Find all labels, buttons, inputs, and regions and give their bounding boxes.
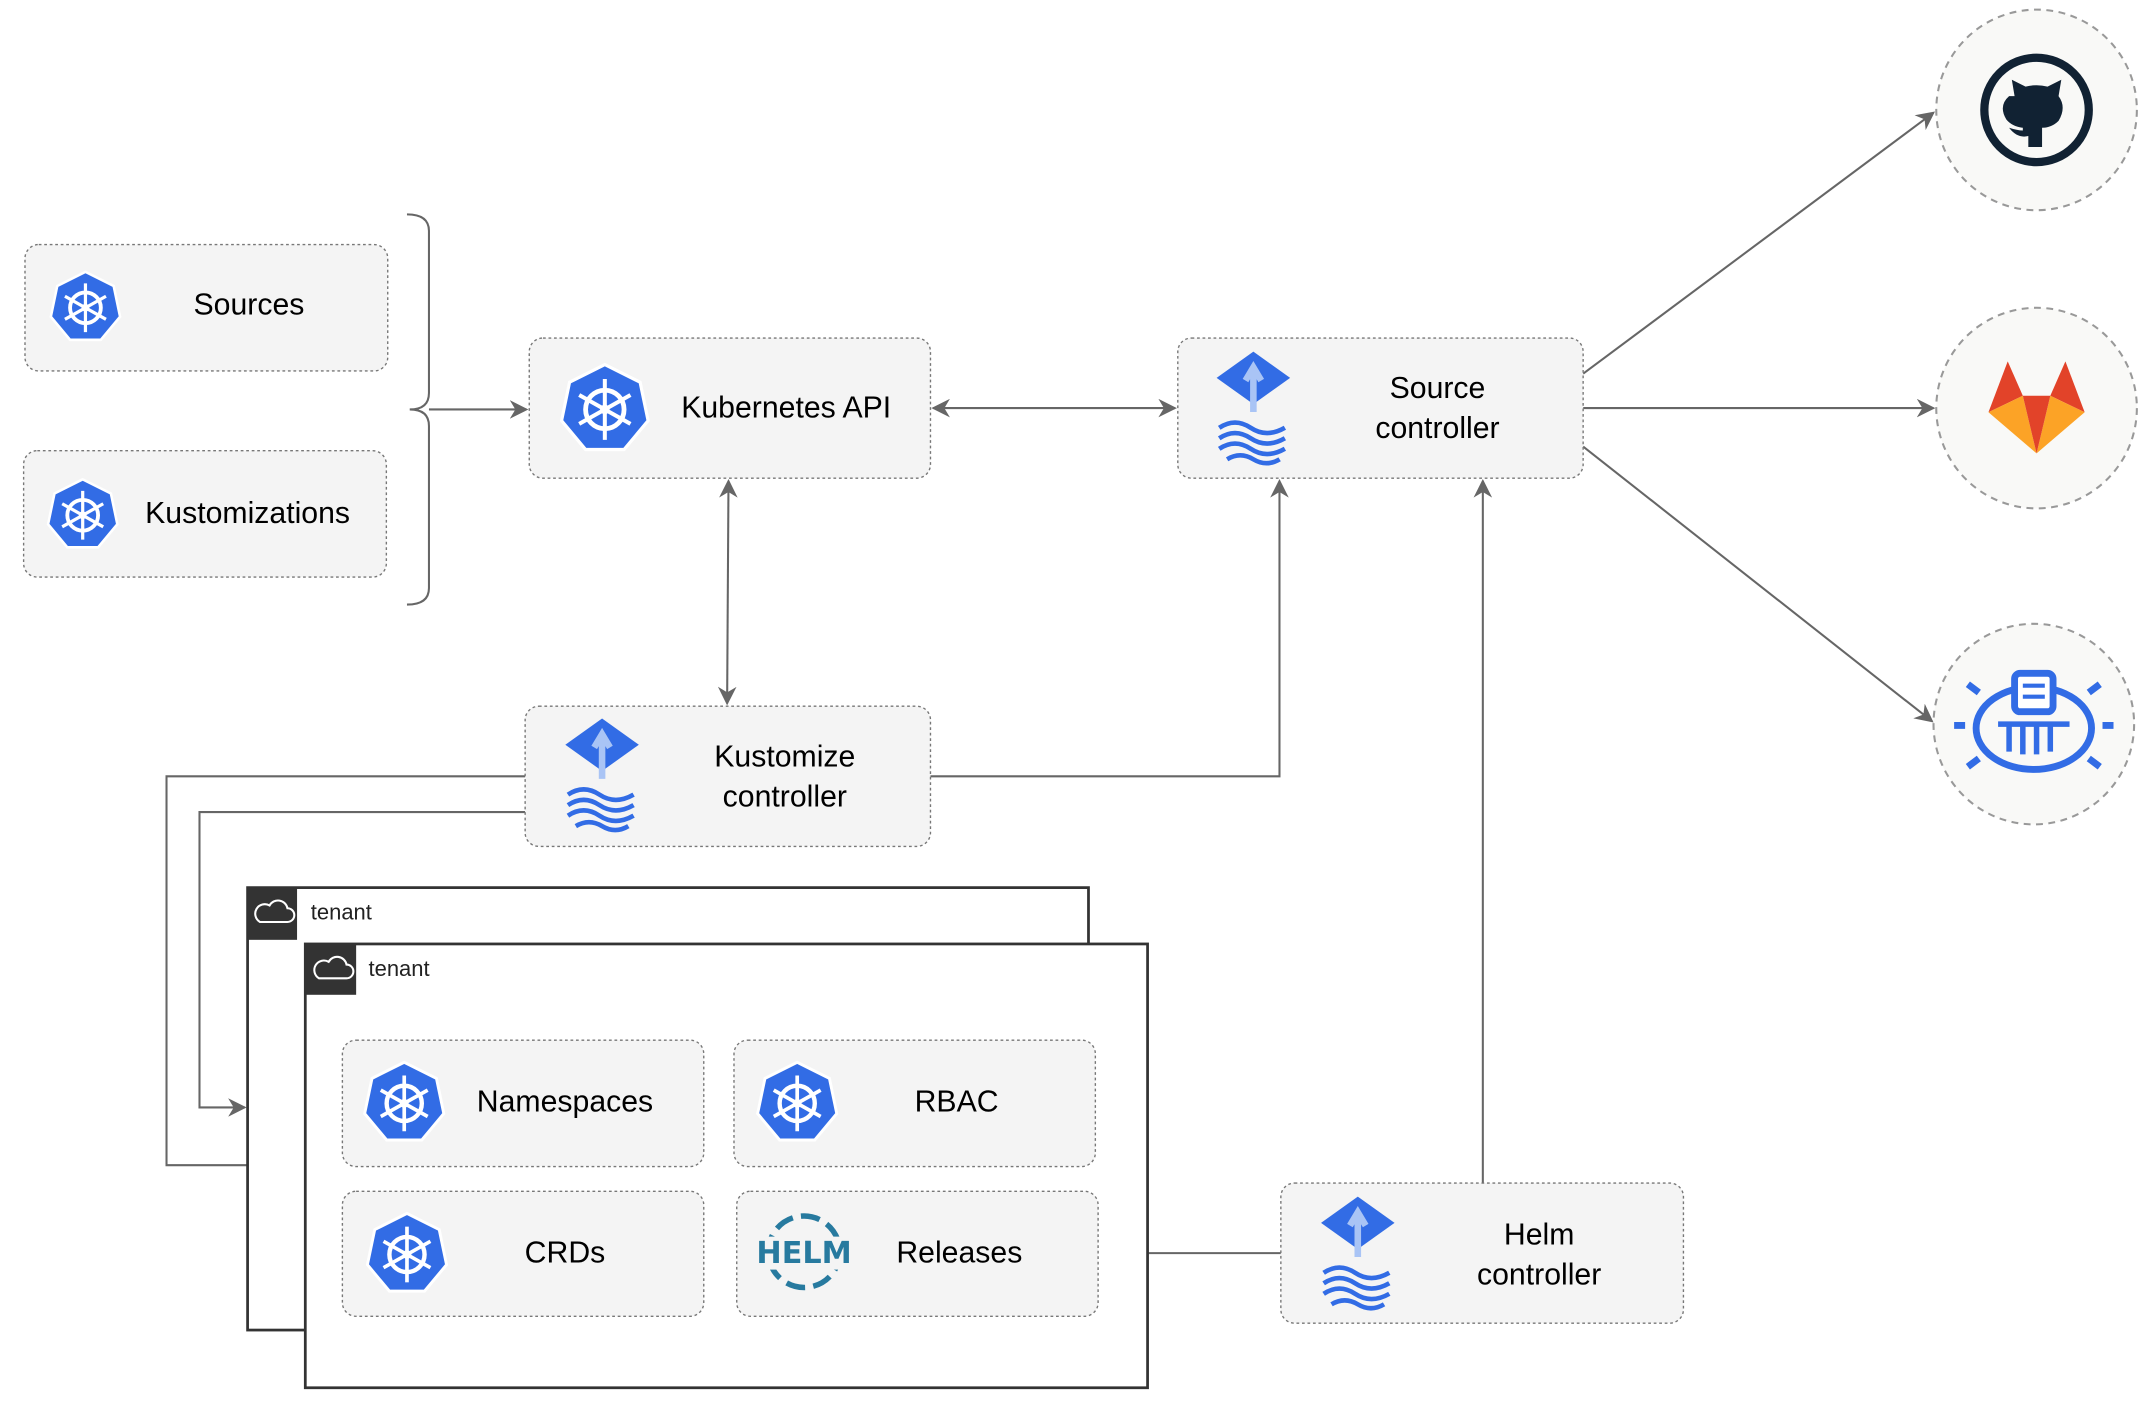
releases-node[interactable]: HELM Releases: [736, 1190, 1099, 1318]
namespaces-label: Namespaces: [477, 1085, 653, 1118]
source-controller-label-2: controller: [1375, 412, 1499, 445]
helm-controller-node[interactable]: Helm controller: [1280, 1182, 1685, 1324]
helm-repository-icon: [1954, 669, 2114, 773]
helm-repository-node[interactable]: [1932, 622, 2136, 826]
kustomizations-label: Kustomizations: [145, 497, 350, 530]
github-icon: [1980, 53, 2093, 167]
cloud-icon: [313, 955, 355, 980]
cloud-icon: [254, 899, 296, 924]
arrow-api-kustomize-controller: [717, 479, 738, 706]
helm-controller-label-1: Helm: [1504, 1219, 1575, 1252]
source-controller-label-1: Source: [1390, 372, 1486, 405]
kubernetes-api-node[interactable]: Kubernetes API: [528, 337, 932, 479]
crds-node[interactable]: CRDs: [341, 1190, 705, 1318]
tenant-label: tenant: [311, 900, 372, 925]
gitlab-node[interactable]: [1935, 306, 2138, 510]
helm-icon: HELM: [755, 1213, 853, 1291]
arrow-source-to-github: [1582, 111, 1936, 375]
github-node[interactable]: [1935, 8, 2138, 212]
namespaces-node[interactable]: Namespaces: [341, 1039, 705, 1168]
sources-label: Sources: [194, 288, 305, 321]
source-controller-node[interactable]: Source controller: [1177, 337, 1584, 479]
arrow-source-to-helm-repo: [1582, 445, 1934, 723]
releases-label: Releases: [896, 1236, 1022, 1269]
kustomize-controller-node[interactable]: Kustomize controller: [524, 705, 932, 848]
kustomize-controller-label-2: controller: [723, 780, 847, 813]
rbac-label: RBAC: [915, 1085, 999, 1118]
bracket: [406, 213, 430, 606]
tenant-label: tenant: [369, 956, 430, 981]
rbac-node[interactable]: RBAC: [733, 1039, 1097, 1168]
helm-controller-label-2: controller: [1477, 1258, 1601, 1291]
arrow-kustomize-to-tenant-2: [165, 775, 526, 1175]
gitlab-icon: [1988, 361, 2085, 454]
kustomizations-node[interactable]: Kustomizations: [22, 449, 388, 578]
kubernetes-api-label: Kubernetes API: [681, 391, 891, 424]
arrow-kustomize-to-tenant-1: [198, 811, 526, 1117]
sources-node[interactable]: Sources: [24, 243, 389, 372]
helm-logo-text: HELM: [756, 1236, 851, 1271]
kustomize-controller-label-1: Kustomize: [714, 740, 855, 773]
crds-label: CRDs: [525, 1236, 606, 1269]
arrow-kustomize-to-source: [930, 479, 1289, 778]
